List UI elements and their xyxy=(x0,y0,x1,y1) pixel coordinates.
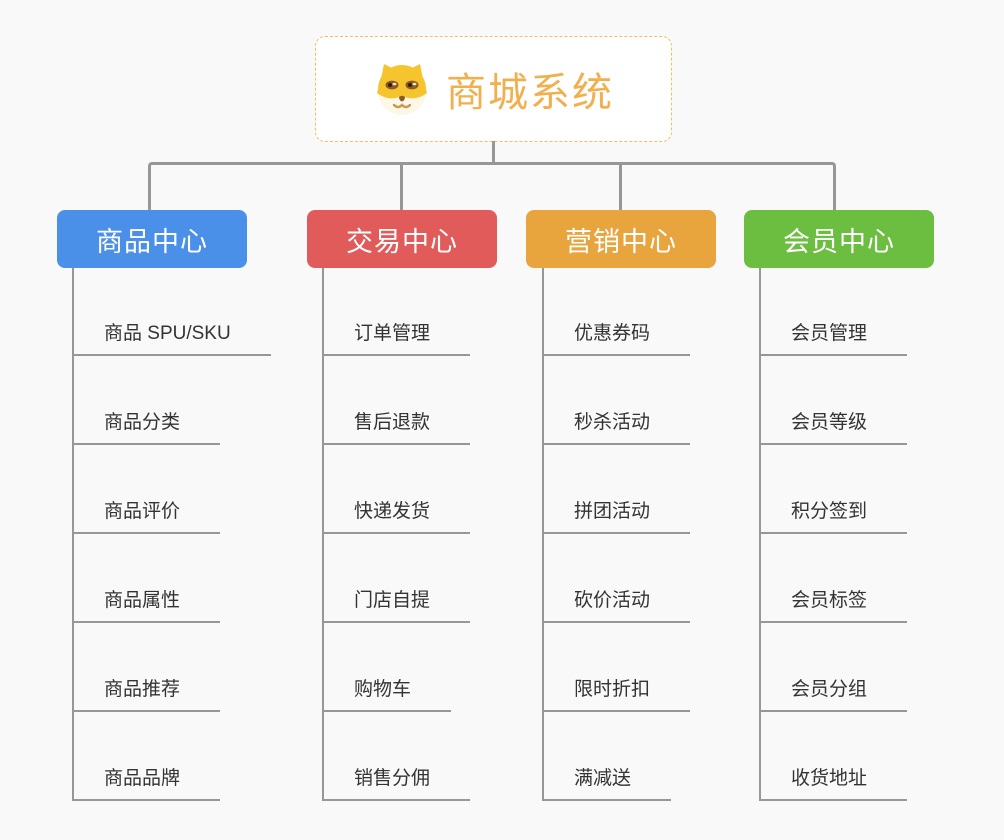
child-node[interactable]: 商品分类 xyxy=(72,410,221,445)
child-node[interactable]: 会员管理 xyxy=(759,321,908,356)
child-node[interactable]: 会员标签 xyxy=(759,588,908,623)
connector-bus xyxy=(148,162,836,210)
branch-node-trade-center[interactable]: 交易中心 xyxy=(307,210,497,268)
child-node[interactable]: 限时折扣 xyxy=(542,677,691,712)
child-node[interactable]: 秒杀活动 xyxy=(542,410,691,445)
connector-stem-branch-1 xyxy=(400,163,403,210)
child-node[interactable]: 门店自提 xyxy=(322,588,471,623)
child-node[interactable]: 销售分佣 xyxy=(322,766,471,801)
child-node[interactable]: 商品推荐 xyxy=(72,677,221,712)
branch-node-marketing-center[interactable]: 营销中心 xyxy=(526,210,716,268)
connector-trunk-branch-3 xyxy=(759,268,761,801)
branch-node-member-center[interactable]: 会员中心 xyxy=(744,210,934,268)
connector-trunk-branch-1 xyxy=(322,268,324,801)
child-node[interactable]: 商品品牌 xyxy=(72,766,221,801)
child-node[interactable]: 满减送 xyxy=(542,766,672,801)
child-node[interactable]: 收货地址 xyxy=(759,766,908,801)
connector-trunk-branch-2 xyxy=(542,268,544,801)
child-node[interactable]: 快递发货 xyxy=(322,499,471,534)
child-node[interactable]: 积分签到 xyxy=(759,499,908,534)
child-node[interactable]: 商品 SPU/SKU xyxy=(72,321,271,356)
connector-trunk-branch-0 xyxy=(72,268,74,801)
child-node[interactable]: 商品评价 xyxy=(72,499,221,534)
child-node[interactable]: 售后退款 xyxy=(322,410,471,445)
child-node[interactable]: 会员分组 xyxy=(759,677,908,712)
child-node[interactable]: 砍价活动 xyxy=(542,588,691,623)
root-node[interactable]: 商城系统 xyxy=(315,36,672,142)
child-node[interactable]: 拼团活动 xyxy=(542,499,691,534)
root-title: 商城系统 xyxy=(446,71,614,115)
child-node[interactable]: 会员等级 xyxy=(759,410,908,445)
child-node[interactable]: 购物车 xyxy=(322,677,452,712)
child-node[interactable]: 订单管理 xyxy=(322,321,471,356)
branch-node-product-center[interactable]: 商品中心 xyxy=(57,210,247,268)
connector-stem-branch-2 xyxy=(619,163,622,210)
child-node[interactable]: 优惠券码 xyxy=(542,321,691,356)
dog-face-icon xyxy=(373,62,431,116)
connector-root-stem xyxy=(492,141,495,163)
child-node[interactable]: 商品属性 xyxy=(72,588,221,623)
